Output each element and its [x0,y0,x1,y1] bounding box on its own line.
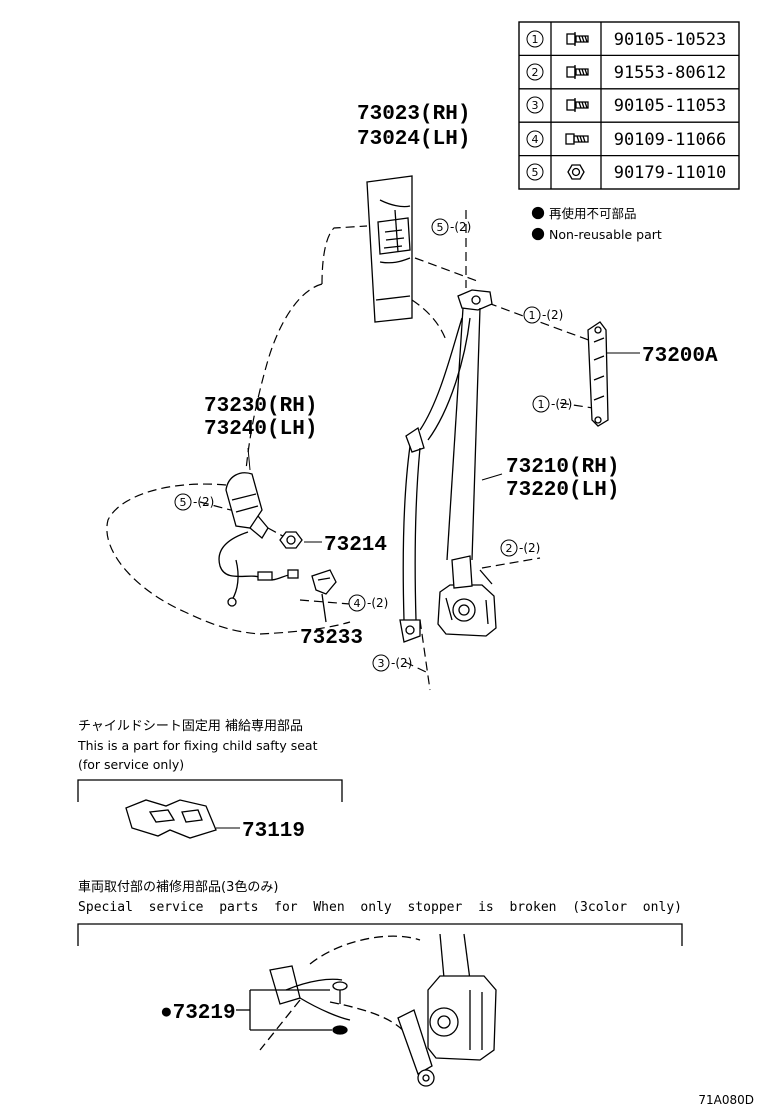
label-73210: 73210(RH) [506,456,619,479]
special-note-jp: 車両取付部の補修用部品(3色のみ) [78,879,278,895]
table-index: 5 [532,166,539,179]
child-seat-note-en: This is a part for fixing child safty se… [77,738,318,753]
shoulder-belt-guide [366,175,413,323]
flange-bolt-icon [566,98,589,112]
svg-text:3: 3 [378,657,385,670]
svg-text:-(2): -(2) [450,220,471,234]
table-part-number: 90105-11053 [614,96,727,116]
callout: 3 -(2) [372,654,412,672]
flange-bolt-icon [566,65,589,79]
label-73220: 73220(LH) [506,479,619,502]
callout: 2 -(2) [500,539,540,557]
svg-text:5: 5 [437,221,444,234]
svg-text:-(2): -(2) [193,495,214,509]
label-73023: 73023(RH) [357,103,470,126]
inner-buckle-assembly [218,472,299,607]
label-73214: 73214 [324,534,387,557]
table-row: 3 90105-11053 [526,96,727,116]
svg-text:-(2): -(2) [519,541,540,555]
label-73200A: 73200A [642,345,718,368]
table-part-number: 90109-11066 [614,130,727,150]
label-73024: 73024(LH) [357,128,470,151]
bolt-icon [565,133,589,145]
table-part-number: 91553-80612 [614,63,727,83]
table-row: 1 90105-10523 [526,30,727,50]
fastener-table [518,21,740,190]
legend-en: Non-reusable part [549,227,662,242]
svg-text:4: 4 [354,597,361,610]
table-index: 2 [532,66,539,79]
fastener-table-text: 1 90105-10523 2 91553-80612 3 90105-1105… [526,30,727,183]
flange-bolt-icon [566,32,589,46]
callout: 5 -(2) [174,493,214,511]
hex-nut-icon [567,164,585,180]
table-index: 1 [532,33,539,46]
table-row: 5 90179-11010 [526,163,727,183]
table-index: 4 [532,133,539,146]
label-73240: 73240(LH) [204,418,317,441]
legend-jp: 再使用不可部品 [549,206,637,221]
svg-text:1: 1 [529,309,536,322]
height-adjuster [587,321,609,427]
special-service-section [77,923,683,1087]
callout: 4 -(2) [348,594,388,612]
drawing-code: 71A080D [698,1093,754,1107]
label-73230: 73230(RH) [204,395,317,418]
table-row: 4 90109-11066 [526,130,727,150]
child-seat-note-en-2: (for service only) [78,757,184,772]
child-seat-bracket-section [77,779,343,839]
legend-dot-icon [531,227,545,241]
table-part-number: 90105-10523 [614,30,727,50]
outer-belt-assembly [399,289,497,643]
table-index: 3 [532,99,539,112]
svg-text:-(2): -(2) [367,596,388,610]
label-73233: 73233 [300,627,363,650]
svg-text:1: 1 [538,398,545,411]
svg-text:-(2): -(2) [391,656,412,670]
special-note-en: Special service parts for When only stop… [78,900,682,915]
svg-text:-(2): -(2) [551,397,572,411]
child-seat-note-jp: チャイルドシート固定用 補給専用部品 [78,719,303,734]
callout: 5 -(2) [431,218,471,236]
label-73219: ●73219 [160,1002,236,1025]
table-row: 2 91553-80612 [526,63,727,83]
grommet-part [279,531,303,549]
callout: 1 -(2) [523,306,563,324]
table-part-number: 90179-11010 [614,163,727,183]
svg-text:-(2): -(2) [542,308,563,322]
belt-cover-part [311,569,337,623]
label-73119: 73119 [242,820,305,843]
leader-lines [216,352,640,829]
seat-outline [106,210,595,691]
legend-dot-icon [531,206,545,220]
callout: 1 -(2) [532,395,572,413]
svg-text:5: 5 [180,496,187,509]
svg-text:2: 2 [506,542,513,555]
